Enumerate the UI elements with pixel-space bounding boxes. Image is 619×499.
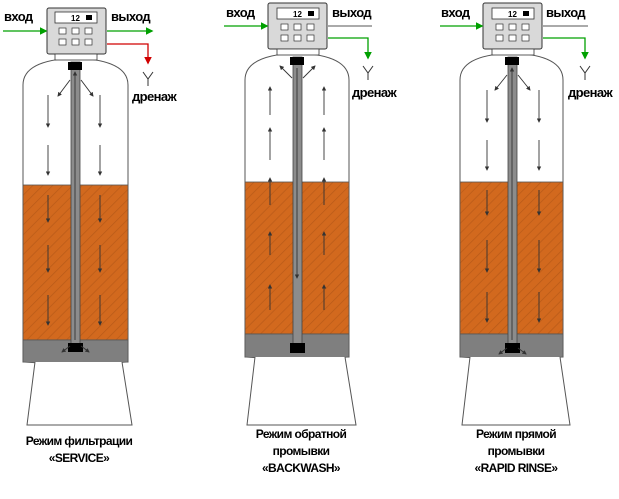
button <box>280 23 289 31</box>
flow-arrows <box>45 71 103 353</box>
caption-line: промывки <box>488 444 545 458</box>
distributor-bottom <box>290 343 305 353</box>
drain-arrow <box>107 43 152 65</box>
distributor-bottom <box>505 343 520 353</box>
outlet-label: выход <box>332 5 372 20</box>
control-valve: 12 <box>46 7 107 61</box>
button <box>58 27 67 35</box>
tank-stand <box>26 361 133 426</box>
riser-pipe <box>292 56 303 345</box>
drain-symbol <box>362 65 374 80</box>
display-value: 12 <box>293 10 302 19</box>
caption-line: «RAPID RINSE» <box>475 461 559 475</box>
tank-service: 12 вход выход дренаж Режим фильтрации «S… <box>3 7 178 465</box>
display-value: 12 <box>71 14 80 23</box>
inlet-label: вход <box>441 5 471 20</box>
tank-rapid-rinse: 12 вход выход дренаж Режим прямой промыв… <box>440 2 614 475</box>
tank-stand <box>246 356 357 426</box>
drain-label: дренаж <box>352 85 398 100</box>
tank-stand <box>461 356 571 426</box>
display-screen <box>276 7 320 20</box>
distributor-top <box>505 57 519 65</box>
button <box>280 34 289 42</box>
caption-line: Режим фильтрации <box>26 434 133 448</box>
button <box>495 23 504 31</box>
distributor-top <box>290 57 304 65</box>
button <box>521 23 530 31</box>
display-screen <box>491 7 535 20</box>
button <box>508 23 517 31</box>
control-valve: 12 <box>482 2 543 56</box>
display-value: 12 <box>508 10 517 19</box>
tank-backwash: 12 вход выход дренаж Режим обратной пром… <box>224 2 398 475</box>
outlet-label: выход <box>546 5 586 20</box>
drain-label: дренаж <box>132 89 178 104</box>
caption-line: Режим прямой <box>476 427 556 441</box>
display-screen <box>54 11 98 24</box>
button <box>293 23 302 31</box>
button <box>58 38 67 46</box>
button <box>71 38 80 46</box>
riser-pipe <box>70 61 81 348</box>
flow-arrows <box>484 67 542 355</box>
button <box>71 27 80 35</box>
flow-arrows <box>267 65 327 310</box>
button <box>508 34 517 42</box>
caption-line: «BACKWASH» <box>262 461 341 475</box>
button <box>84 38 93 46</box>
drain-arrow <box>543 37 589 60</box>
drain-arrow <box>328 37 372 60</box>
riser-pipe <box>507 56 518 345</box>
distributor-top <box>68 62 82 70</box>
drain-symbol <box>579 65 591 80</box>
caption-line: Режим обратной <box>256 427 347 441</box>
inlet-label: вход <box>4 9 34 24</box>
button <box>521 34 530 42</box>
distributor-bottom <box>68 343 83 352</box>
caption-line: «SERVICE» <box>49 451 110 465</box>
button <box>306 34 315 42</box>
drain-label: дренаж <box>568 85 614 100</box>
drain-symbol <box>142 71 154 86</box>
button <box>306 23 315 31</box>
inlet-label: вход <box>226 5 256 20</box>
outlet-label: выход <box>111 9 151 24</box>
button <box>84 27 93 35</box>
caption-line: промывки <box>273 444 330 458</box>
control-valve: 12 <box>267 2 328 56</box>
button <box>495 34 504 42</box>
button <box>293 34 302 42</box>
